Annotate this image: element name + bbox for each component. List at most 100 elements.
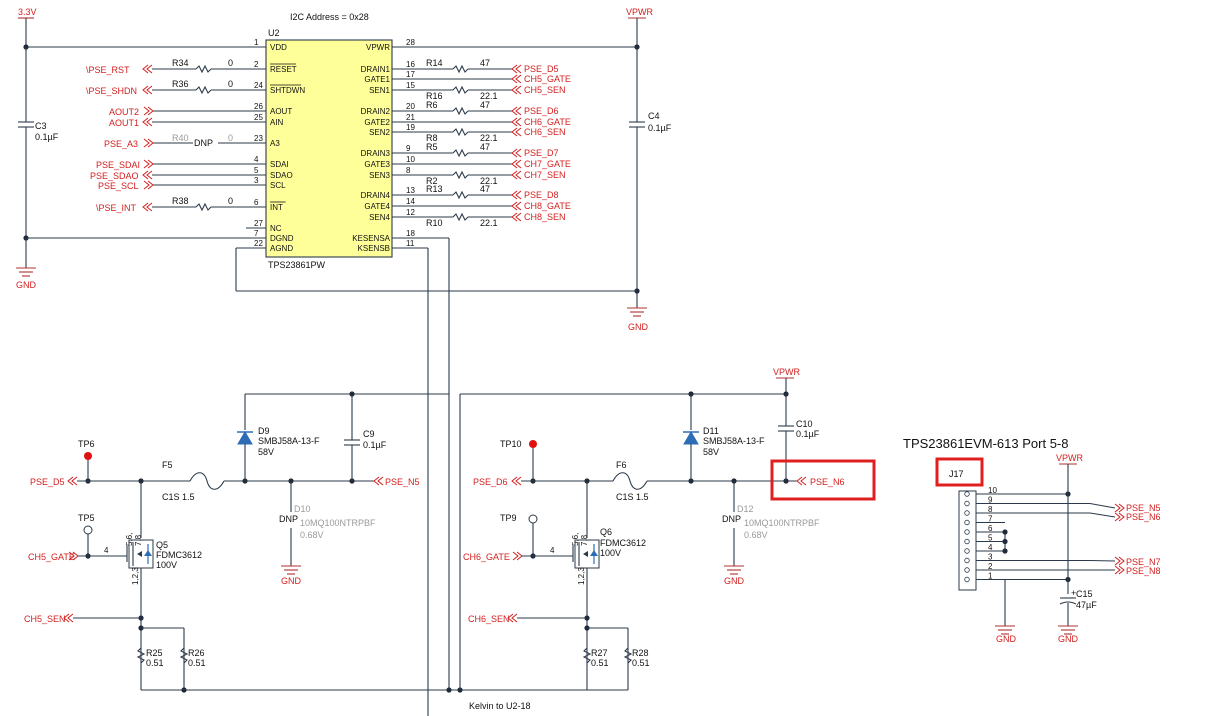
ic-pin-name: A3 xyxy=(270,139,280,148)
ic-body xyxy=(265,39,393,258)
ic-pin-name: SCL xyxy=(270,181,286,190)
c15-value: 47µF xyxy=(1076,600,1097,610)
ic-pin-name: GATE4 xyxy=(364,202,390,211)
ic-pin-name: DRAIN2 xyxy=(361,107,391,116)
net-pse-a3: PSE_A3 xyxy=(104,139,138,149)
ic-pin-number: 17 xyxy=(406,70,415,79)
net-aout1: AOUT1 xyxy=(109,118,139,128)
net-pse-n7-j17: PSE_N7 xyxy=(1126,557,1161,567)
net-aout2: AOUT2 xyxy=(109,107,139,117)
ic-pin-name: AIN xyxy=(270,118,284,127)
j17-pin-number: 4 xyxy=(988,543,993,552)
q6-refdes: Q6 xyxy=(600,527,612,537)
ic-left-pins: 1VDD2RESET24SHTDWN26AOUT25AIN23A34SDAI5S… xyxy=(254,38,305,253)
ic-pin-number: 2 xyxy=(254,60,259,69)
d12-value: 0.68V xyxy=(744,530,768,540)
kelvin-note: Kelvin to U2-18 xyxy=(469,701,531,711)
net-ch6-gate-bottom: CH6_GATE xyxy=(463,552,510,562)
tp5-label: TP5 xyxy=(78,513,95,523)
r28-refdes: R28 xyxy=(632,648,649,658)
tp9-label: TP9 xyxy=(500,513,517,523)
net-pse-n6-j17: PSE_N6 xyxy=(1126,512,1161,522)
d11-part: SMBJ58A-13-F xyxy=(703,436,765,446)
ic-pin-name: VPWR xyxy=(366,43,390,52)
ic-pin-name: DRAIN3 xyxy=(361,149,391,158)
j17-pin-hole xyxy=(964,510,970,516)
f5-value: C1S 1.5 xyxy=(162,492,195,502)
highlight-box-j17 xyxy=(935,457,984,487)
ic-pin-name: SEN3 xyxy=(369,171,390,180)
d12-refdes: D12 xyxy=(737,504,754,514)
j17-refdes: J17 xyxy=(949,469,964,479)
ic-pin-name: GATE1 xyxy=(364,75,390,84)
c4-value: 0.1µF xyxy=(648,123,672,133)
ic-pin-number: 16 xyxy=(406,60,415,69)
ic-pin-number: 22 xyxy=(254,239,263,248)
net-drain-3: PSE_D7 xyxy=(524,148,559,158)
f6-value: C1S 1.5 xyxy=(616,492,649,502)
drain-resistor-value: 47 xyxy=(480,100,490,110)
ic-pin-number: 20 xyxy=(406,102,415,111)
j17-pin-number: 10 xyxy=(988,486,997,495)
ic-pin-number: 26 xyxy=(254,102,263,111)
q6-part: FDMC3612 xyxy=(600,538,646,548)
j17-pin-hole xyxy=(964,548,970,554)
j17-pin-number: 1 xyxy=(988,572,993,581)
drain-resistor-refdes: R13 xyxy=(426,184,443,194)
ic-pin-name: SEN2 xyxy=(369,128,390,137)
ic-pin-number: 28 xyxy=(406,38,415,47)
j17-pin-hole xyxy=(964,557,970,564)
ic-pin-number: 14 xyxy=(406,197,415,206)
r34-refdes: R34 xyxy=(172,58,189,68)
net-drain-2: PSE_D6 xyxy=(524,106,559,116)
sense-resistor-value: 22.1 xyxy=(480,133,498,143)
gnd-label-c15: GND xyxy=(1058,634,1079,644)
sense-resistor-value: 22.1 xyxy=(480,91,498,101)
q5-refdes: Q5 xyxy=(156,540,168,550)
net-ch5-sen-bottom: CH5_SEN xyxy=(24,614,66,624)
net-pse-rst: \PSE_RST xyxy=(86,65,130,75)
channel-5-circuit: TP6 PSE_D5 F5 C1S 1.5 D9 SMBJ58A-13-F 58… xyxy=(24,391,587,693)
r40-refdes: R40 xyxy=(172,133,189,143)
d11-value: 58V xyxy=(703,447,719,457)
f5-refdes: F5 xyxy=(162,460,173,470)
ic-pin-name: INT xyxy=(270,203,283,212)
ic-pin-number: 1 xyxy=(254,38,259,47)
net-gate-1: CH5_GATE xyxy=(524,74,571,84)
sense-resistor-refdes: R10 xyxy=(426,218,443,228)
sense-resistor-value: 22.1 xyxy=(480,176,498,186)
q6-source-pins: 1,2,3 xyxy=(577,567,586,585)
ic-pin-name: SEN1 xyxy=(369,86,390,95)
j17-pin-number: 3 xyxy=(988,553,993,562)
net-pse-d5-bottom: PSE_D5 xyxy=(30,477,65,487)
ic-pin-number: 19 xyxy=(406,123,415,132)
j17-pin-number: 8 xyxy=(988,505,993,514)
ic-pin-number: 21 xyxy=(406,113,415,122)
diagram-title: TPS23861EVM-613 Port 5-8 xyxy=(903,436,1068,451)
net-sense-4: CH8_SEN xyxy=(524,212,566,222)
net-gate-3: CH7_GATE xyxy=(524,159,571,169)
r27-refdes: R27 xyxy=(591,648,608,658)
d10-dnp: DNP xyxy=(279,514,298,524)
sense-resistor-value: 22.1 xyxy=(480,218,498,228)
drain-resistor-refdes: R5 xyxy=(426,142,438,152)
ic-pin-name: NC xyxy=(270,224,282,233)
ic-pin-name: DRAIN1 xyxy=(361,65,391,74)
ic-pin-name: KESENSA xyxy=(352,234,390,243)
i2c-address: I2C Address = 0x28 xyxy=(290,12,369,22)
left-signal-nets: \PSE_RST R34 0 \PSE_SHDN R36 0 AOUT2 AOU… xyxy=(86,58,266,229)
net-gate-4: CH8_GATE xyxy=(524,201,571,211)
ic-pin-number: 12 xyxy=(406,208,415,217)
j17-pin-number: 5 xyxy=(988,534,993,543)
r40-value: 0 xyxy=(228,133,233,143)
net-drain-1: PSE_D5 xyxy=(524,64,559,74)
ic-pin-name: VDD xyxy=(270,43,287,52)
net-pse-int: \PSE_INT xyxy=(96,203,137,213)
j17-pin-hole xyxy=(964,491,970,497)
c10-value: 0.1µF xyxy=(796,429,820,439)
d11-refdes: D11 xyxy=(703,426,719,436)
c4-refdes: C4 xyxy=(648,111,660,121)
